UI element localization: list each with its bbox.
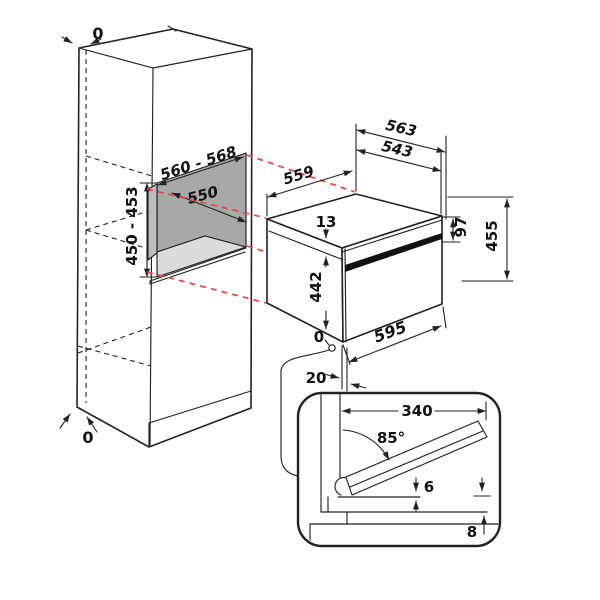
oven-frame-left-edge <box>344 248 347 343</box>
oven-dimensions: 559 563 543 13 442 97 455 0 595 20 <box>266 116 514 392</box>
niche-floor <box>156 235 247 278</box>
cabinet-plinth <box>148 390 252 448</box>
oven-side-lip-line <box>268 230 342 260</box>
top-zero-arrow-right <box>90 37 102 45</box>
bottom-zero-arrow-right <box>86 416 98 433</box>
dim-niche-height: 450 - 453 <box>123 186 141 265</box>
dim-depth-total: 563 <box>384 116 419 141</box>
dim-back-width: 559 <box>281 162 316 188</box>
tall-cabinet <box>76 25 253 448</box>
projection-line-top-front <box>146 188 267 219</box>
dim-open-angle: 85° <box>377 429 405 447</box>
total-height-ticks <box>447 196 514 282</box>
oven-unit <box>266 193 443 343</box>
niche-side-wall <box>147 183 158 261</box>
oven-door-band <box>345 233 442 272</box>
frame-depth-arrow-right <box>350 383 367 390</box>
detail-floor-lines <box>309 496 499 541</box>
dim-gap-plinth: 8 <box>467 523 477 541</box>
dim-depth-body: 543 <box>380 137 415 162</box>
oven-ext-lines <box>266 123 447 220</box>
frame-depth-arrow-left <box>323 372 340 379</box>
front-width-dimline <box>348 325 442 363</box>
detail-open-door <box>345 420 488 496</box>
dim-frame-depth: 20 <box>306 369 327 387</box>
dim-detail-width: 340 <box>401 402 432 420</box>
detail-door-inner-line <box>349 430 484 488</box>
cabinet-top-tick <box>167 25 177 32</box>
frame-depth-ext <box>341 345 348 392</box>
cabinet-top-edges <box>78 47 253 69</box>
projection-line-bottom-back <box>246 245 267 253</box>
leader-line <box>280 349 330 477</box>
bottom-zero-arrow-left <box>59 413 71 429</box>
top-zero-arrow-left <box>61 36 73 44</box>
dim-bottom-zero: 0 <box>82 428 93 447</box>
depth-body-dimline <box>356 149 442 172</box>
projection-line-bottom-front <box>146 271 267 304</box>
dim-front-zero: 0 <box>314 328 324 346</box>
dim-gap-door: 6 <box>424 478 434 496</box>
door-detail: 340 85° 6 8 <box>296 391 502 548</box>
dim-panel-height: 97 <box>452 217 470 238</box>
niche-front-lip <box>149 247 247 285</box>
detail-leader <box>280 349 330 477</box>
detail-hinge <box>334 476 348 496</box>
reference-circle <box>328 344 336 352</box>
detail-angle-arc <box>342 429 390 461</box>
dim-top-zero: 0 <box>92 24 103 43</box>
niche-width-dimline <box>157 156 244 186</box>
depth-total-dimline <box>356 129 446 153</box>
back-width-dimline <box>267 170 353 198</box>
dim-top-gap: 13 <box>316 213 337 231</box>
dim-door-height: 442 <box>307 271 325 302</box>
oven-frame-top-edge <box>341 219 443 253</box>
zero-tick <box>324 339 330 346</box>
detail-cabinet-wall <box>320 393 341 513</box>
panel-height-ticks <box>442 216 461 243</box>
dim-total-height: 455 <box>483 220 501 251</box>
